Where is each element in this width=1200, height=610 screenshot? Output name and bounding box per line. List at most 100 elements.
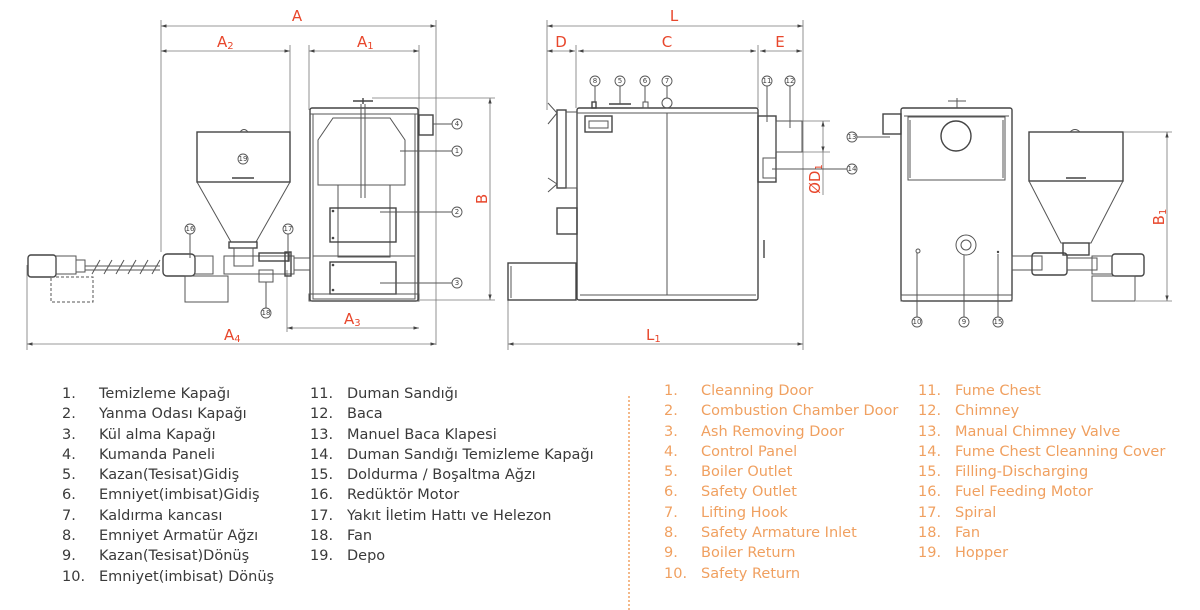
legend-item-label: Boiler Outlet	[701, 464, 793, 481]
legend-item-number: 9.	[664, 545, 678, 562]
legend-item: 14.Duman Sandığı Temizleme Kapağı	[310, 445, 594, 465]
svg-text:8: 8	[593, 77, 597, 85]
dim-label-a: A	[292, 7, 303, 25]
svg-text:7: 7	[665, 77, 669, 85]
legend-item-number: 16.	[918, 484, 942, 501]
legend-item: 2.Combustion Chamber Door	[664, 401, 898, 421]
legend-item-number: 1.	[664, 383, 678, 399]
legend-item-number: 2.	[664, 403, 678, 420]
legend-item-number: 7.	[664, 504, 678, 521]
legend-item-number: 11.	[918, 383, 942, 399]
dim-label-a4: A4	[224, 326, 241, 345]
legend-item: 15. Filling-Discharging	[918, 462, 1165, 482]
legend-item-label: Control Panel	[701, 443, 798, 460]
svg-text:6: 6	[643, 77, 648, 85]
legend-item-number: 3.	[664, 423, 678, 440]
legend-item-number: 15.	[918, 464, 942, 481]
legend-item-label: Cleanning Door	[701, 383, 814, 399]
dimension-e: E	[760, 33, 802, 53]
dimension-c: C	[578, 33, 759, 108]
legend-item: 15.Doldurma / Boşaltma Ağzı	[310, 465, 594, 485]
hopper-front	[196, 129, 291, 267]
dimension-a1: A1	[308, 33, 420, 300]
svg-text:5: 5	[618, 77, 622, 85]
hopper-rear	[1011, 129, 1145, 302]
legend-item-label: Baca	[347, 406, 383, 423]
legend-item: 13. Manuel Baca Klapesi	[310, 425, 594, 445]
legend-item-label: Ash Removing Door	[701, 423, 845, 440]
legend-item: 4. Control Panel	[664, 442, 898, 462]
technical-drawing: A A2 A1 B A3	[26, 7, 1172, 350]
callout-1: 1	[400, 145, 463, 157]
legend-item-number: 8.	[664, 525, 678, 542]
dim-label-l: L	[670, 7, 679, 25]
legend-item-label: Fuel Feeding Motor	[955, 484, 1093, 501]
legend-item: 6.Safety Outlet	[664, 482, 898, 502]
legend-item-number: 9.	[62, 548, 76, 565]
legend-item-label: Emniyet Armatür Ağzı	[99, 528, 259, 545]
legend-separator	[628, 396, 630, 610]
legend-item: 4.Kumanda Paneli	[62, 445, 274, 465]
callout-18: 18	[260, 282, 272, 319]
legend-item-label: Kül alma Kapağı	[99, 426, 216, 443]
legend-item: 13.Manual Chimney Valve	[918, 422, 1165, 442]
legend-item-label: Boiler Return	[701, 545, 796, 562]
legend-item-number: 6.	[62, 487, 76, 504]
legend-item: 11.Fume Chest	[918, 381, 1165, 401]
legend-item-label: Emniyet(imbisat)Gidiş	[99, 487, 260, 504]
legend-item-number: 8.	[62, 528, 76, 545]
legend-item: 11.Duman Sandığı	[310, 384, 594, 404]
legend-item-number: 18.	[918, 525, 942, 542]
legend-item-label: Spiral	[955, 504, 997, 521]
legend-item: 17.Yakıt İletim Hattı ve Helezon	[310, 506, 594, 526]
legend-item: 1.Temizleme Kapağı	[62, 384, 274, 404]
callout-6: 6	[639, 75, 651, 102]
legend-item-number: 19.	[310, 548, 334, 565]
svg-text:19: 19	[239, 155, 248, 163]
dimension-l1: L1	[507, 265, 803, 350]
legend-item: 3. Kül alma Kapağı	[62, 425, 274, 445]
svg-text:16: 16	[186, 225, 195, 233]
legend-item-label: Lifting Hook	[701, 504, 788, 521]
legend-item-number: 3.	[62, 426, 76, 443]
legend-item-number: 14.	[310, 446, 334, 463]
legend-item: 5.Kazan(Tesisat)Gidiş	[62, 465, 274, 485]
legend-item: 7.Kaldırma kancası	[62, 506, 274, 526]
legend-item-label: Kazan(Tesisat)Gidiş	[99, 467, 240, 484]
callout-10: 10	[911, 253, 923, 328]
legend-item-number: 17.	[310, 507, 334, 524]
legend-item: 10.Emniyet(imbisat) Dönüş	[62, 567, 274, 587]
legend-item: 19. Depo	[310, 546, 594, 566]
legend-item: 12.Baca	[310, 404, 594, 424]
legend-item-label: Manual Chimney Valve	[955, 423, 1121, 440]
dim-label-d: D	[555, 33, 567, 51]
legend-item: 1. Cleanning Door	[664, 381, 898, 401]
callout-2: 2	[380, 206, 463, 218]
callout-7: 7	[661, 75, 673, 98]
svg-text:17: 17	[284, 225, 293, 233]
legend-item-label: Depo	[347, 548, 386, 565]
legend-item: 16.Redüktör Motor	[310, 485, 594, 505]
legend-item-label: Emniyet(imbisat) Dönüş	[99, 568, 275, 585]
callout-8: 8	[589, 75, 601, 102]
svg-text:1: 1	[455, 147, 459, 155]
svg-text:9: 9	[962, 318, 966, 326]
legend-item-number: 13.	[310, 426, 334, 443]
legend-item-number: 11.	[310, 386, 334, 402]
legend-item-label: Kumanda Paneli	[99, 446, 216, 463]
dimension-a: A	[160, 7, 437, 345]
legend-item-number: 4.	[664, 443, 678, 460]
legend-item: 12.Chimney	[918, 401, 1165, 421]
dim-label-l1: L1	[646, 326, 661, 345]
dim-label-d1: ØD1	[806, 164, 825, 194]
legend-item: 17.Spiral	[918, 503, 1165, 523]
legend-item-label: Safety Outlet	[701, 484, 797, 501]
svg-text:12: 12	[786, 77, 795, 85]
legend-item-label: Filling-Discharging	[955, 464, 1089, 481]
legend-item-label: Manuel Baca Klapesi	[347, 426, 497, 443]
dimension-a3: A3	[286, 270, 419, 332]
callout-9: 9	[958, 255, 970, 328]
legend-item: 2.Yanma Odası Kapağı	[62, 404, 274, 424]
